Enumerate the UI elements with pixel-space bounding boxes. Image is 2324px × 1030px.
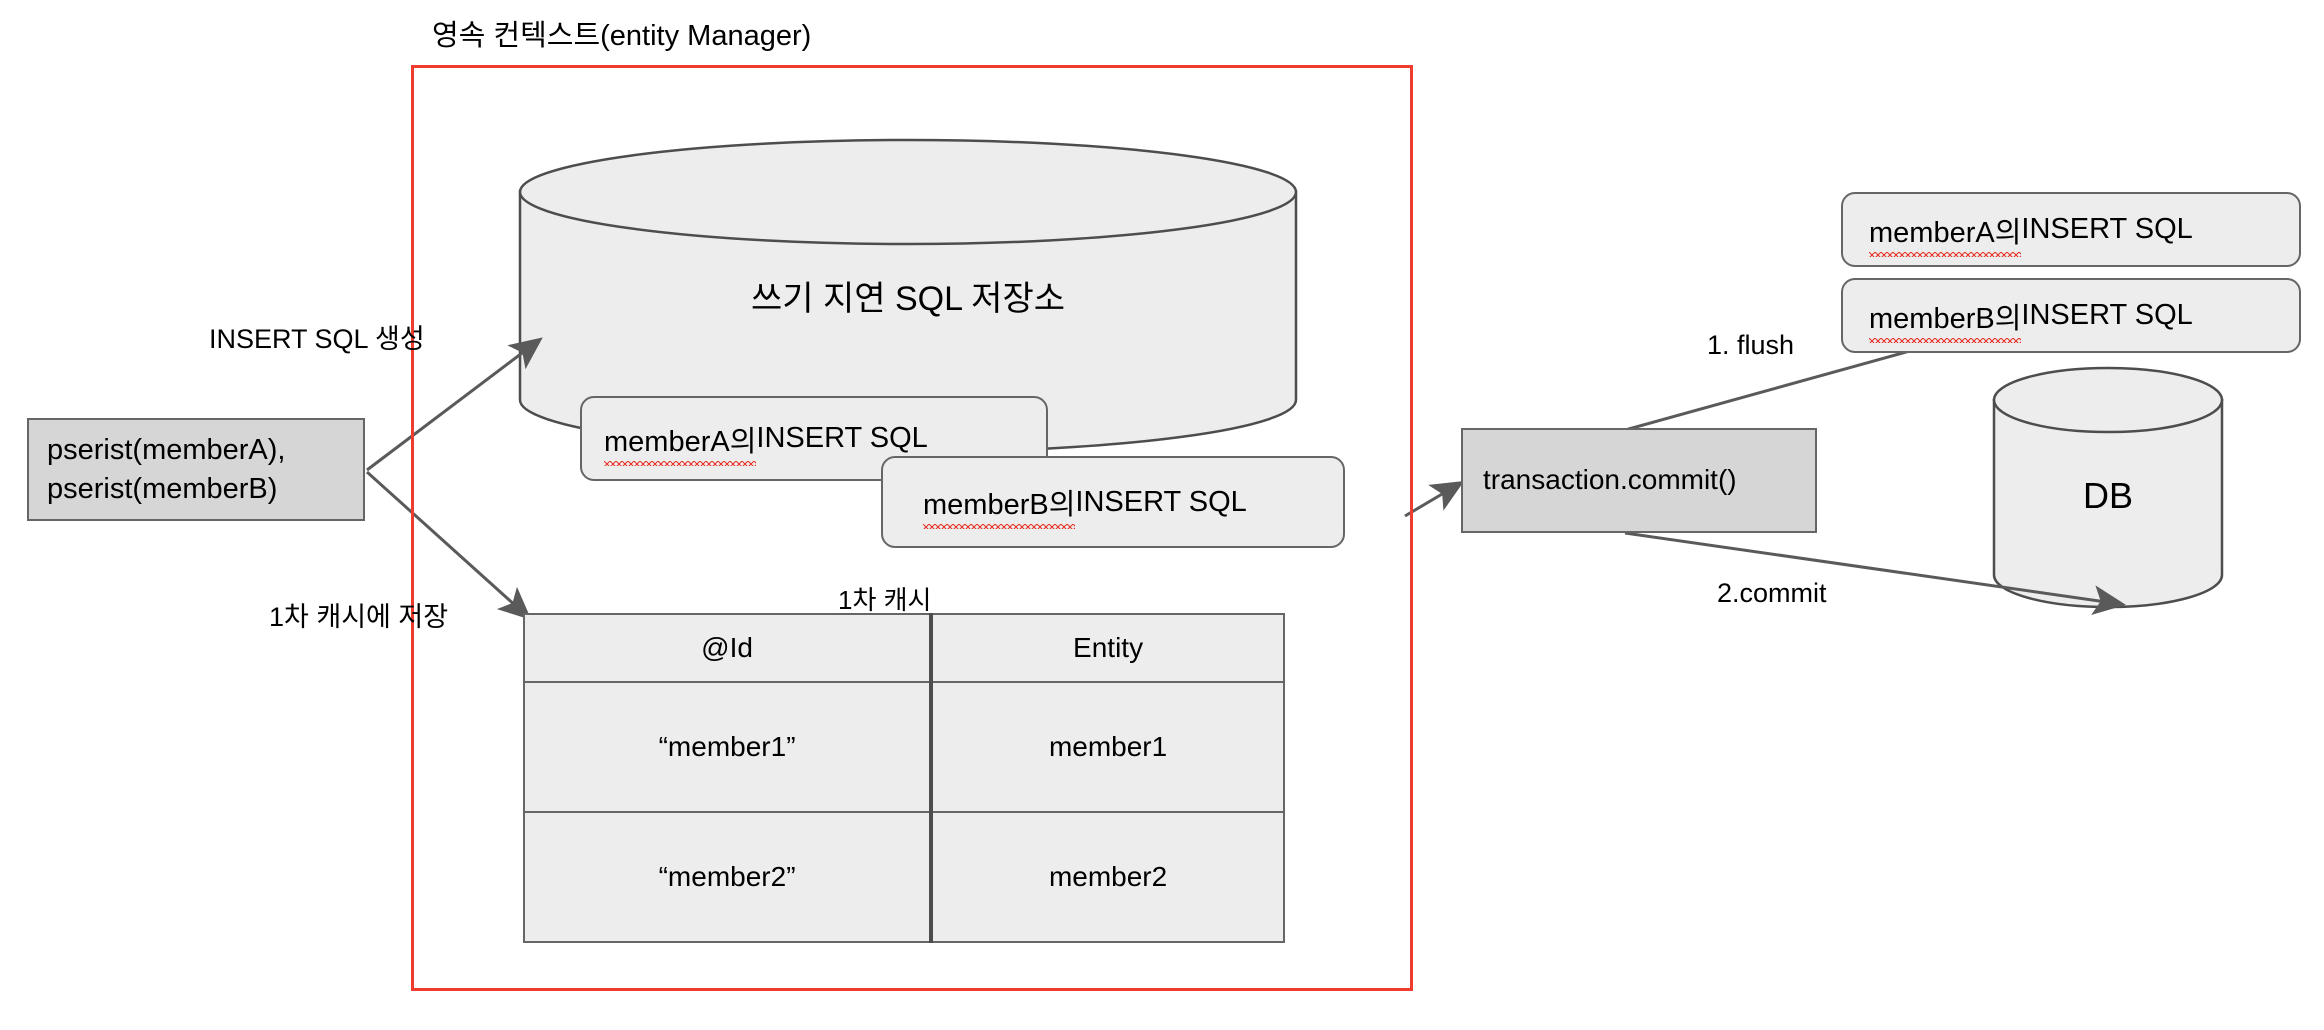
label-flush: 1. flush [1707,330,1795,360]
label-save-to-first-cache: 1차 캐시에 저장 [269,602,449,632]
cell-id-2: “member2” [522,811,934,943]
flush-sql-box-member-b[interactable]: memberB의 INSERT SQL [1841,278,2301,353]
queued-sql-a-suffix: INSERT SQL [756,422,928,454]
persist-call-line-1: pserist(memberA), [47,434,286,467]
first-level-cache-table: @Id Entity “member1” member1 “member2” m… [522,613,1285,943]
persist-call-line-2: pserist(memberB) [47,472,278,505]
column-header-entity: Entity [930,613,1285,683]
flush-sql-b-prefix: memberB의 [1869,295,2022,343]
cell-entity-1: member1 [930,681,1285,813]
arrow-commit-to-db [1624,531,2126,616]
cell-id-1: “member1” [522,681,934,813]
arrow-into-commit [1404,480,1465,518]
flush-sql-a-suffix: INSERT SQL [2021,213,2193,245]
transaction-commit-box[interactable]: transaction.commit() [1461,428,1817,533]
table-row: “member2” member2 [522,811,1285,943]
transaction-commit-label: transaction.commit() [1483,464,1737,496]
queued-sql-box-member-b[interactable]: memberB의 INSERT SQL [881,456,1345,548]
table-row: “member1” member1 [522,681,1285,813]
queued-sql-b-suffix: INSERT SQL [1075,485,1247,518]
first-level-cache-title: 1차 캐시 [838,585,932,615]
flush-sql-a-prefix: memberA의 [1869,209,2022,257]
column-header-id: @Id [522,613,934,683]
page-title: 영속 컨텍스트(entity Manager) [432,20,812,52]
database-cylinder [1992,366,2224,609]
label-insert-sql-generate: INSERT SQL 생성 [209,324,425,354]
flush-sql-box-member-a[interactable]: memberA의 INSERT SQL [1841,192,2301,267]
db-label: DB [2083,475,2133,516]
queued-sql-a-prefix: memberA의 [604,418,757,466]
flush-sql-b-suffix: INSERT SQL [2021,299,2193,331]
persistence-context-boundary [411,65,1413,991]
table-header-row: @Id Entity [522,613,1285,683]
label-commit: 2.commit [1717,578,1827,608]
queued-sql-b-prefix: memberB의 [923,481,1076,529]
persist-call-box[interactable]: pserist(memberA), pserist(memberB) [27,418,365,521]
cell-entity-2: member2 [930,811,1285,943]
